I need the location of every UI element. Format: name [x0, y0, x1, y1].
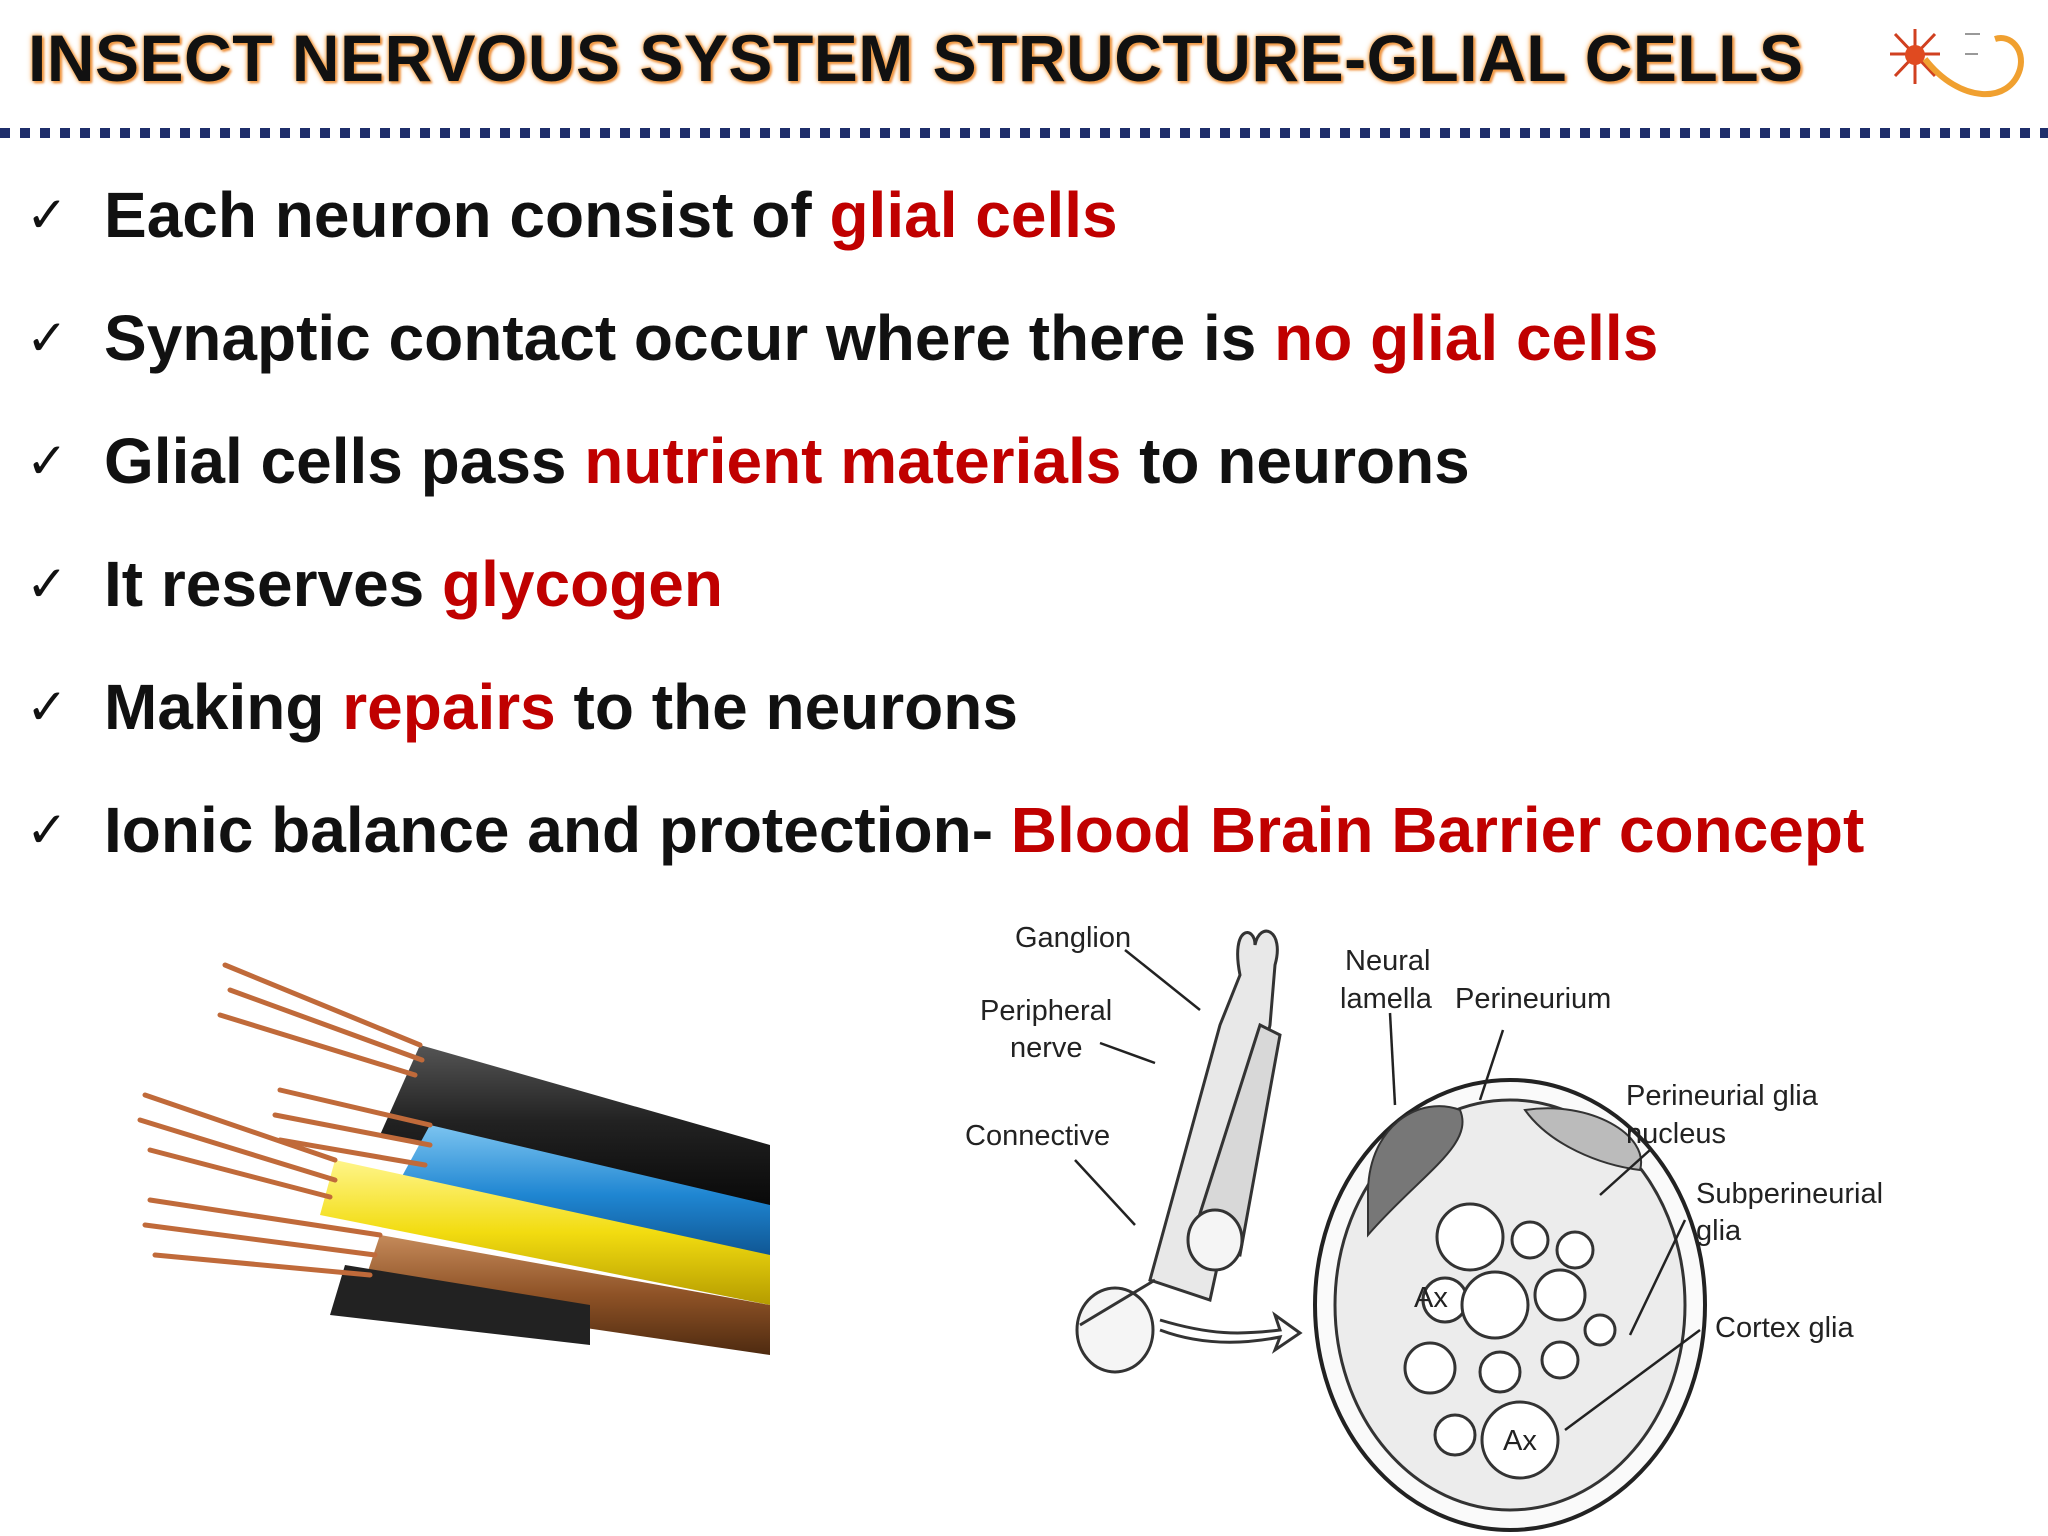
bullet-item: ✓ It reserves glycogen: [26, 547, 2036, 670]
bullet-highlight: glycogen: [442, 548, 723, 620]
bullet-item: ✓ Ionic balance and protection- Blood Br…: [26, 793, 2036, 916]
check-icon: ✓: [26, 556, 68, 612]
bullet-text: Each neuron consist of: [104, 179, 830, 251]
check-icon: ✓: [26, 679, 68, 735]
connective-cross-section-2: [1075, 1286, 1155, 1374]
peripheral-nerve-label: Peripheral: [980, 995, 1112, 1027]
check-icon: ✓: [26, 802, 68, 858]
bullet-highlight: repairs: [342, 671, 556, 743]
axon-circles: [1403, 1202, 1617, 1480]
check-icon: ✓: [26, 433, 68, 489]
connective-cross-section: [1186, 1208, 1244, 1272]
arrow-icon: [1159, 1311, 1303, 1354]
black-wire-lower: [330, 1265, 590, 1345]
bullet-item: ✓ Each neuron consist of glial cells: [26, 178, 2036, 301]
bullet-highlight: no glial cells: [1274, 302, 1659, 374]
axon-label: Ax: [1503, 1425, 1537, 1457]
glial-cells-diagram: Ax Ax Ganglion Peripheral nerve Connecti…: [965, 922, 1883, 1532]
bullet-text: It reserves: [104, 548, 443, 620]
dotted-divider: [0, 128, 2048, 138]
axon-label: Ax: [1414, 1282, 1448, 1314]
bullet-text: Glial cells pass: [104, 425, 585, 497]
bullet-highlight: glial cells: [829, 179, 1118, 251]
perineurium-label: Perineurium: [1455, 983, 1611, 1015]
yellow-wire: [320, 1160, 770, 1305]
bullet-item: ✓ Making repairs to the neurons: [26, 670, 2036, 793]
slide-title: INSECT NERVOUS SYSTEM STRUCTURE-GLIAL CE…: [28, 21, 1804, 95]
brown-wire: [360, 1235, 770, 1355]
blue-wire: [400, 1125, 770, 1265]
neuron-logo-icon: [1890, 29, 2024, 97]
connective-shape: [1148, 929, 1279, 1302]
electrical-wires-image: [137, 962, 770, 1355]
ganglion-label: Ganglion: [1015, 922, 1131, 954]
bullet-text-after: to the neurons: [555, 671, 1018, 743]
check-icon: ✓: [26, 187, 68, 243]
bullet-text: Ionic balance and protection-: [104, 794, 1011, 866]
bullet-list: ✓ Each neuron consist of glial cells ✓ S…: [26, 178, 2036, 916]
bullet-highlight: nutrient materials: [584, 425, 1122, 497]
copper-strands-icon: [137, 962, 433, 1278]
connective-label: Connective: [965, 1120, 1110, 1152]
neural-lamella-label-2: lamella: [1340, 983, 1433, 1015]
neural-lamella-label: Neural: [1345, 945, 1430, 977]
bullet-item: ✓ Glial cells pass nutrient materials to…: [26, 424, 2036, 547]
perineurial-glia-label-2: nucleus: [1626, 1118, 1726, 1150]
bullet-text: Making: [104, 671, 343, 743]
cortex-glia-label: Cortex glia: [1715, 1312, 1854, 1344]
peripheral-nerve-label-2: nerve: [1010, 1032, 1083, 1064]
bullet-text: Synaptic contact occur where there is: [104, 302, 1275, 374]
perineurial-glia-label: Perineurial glia: [1626, 1080, 1819, 1112]
check-icon: ✓: [26, 310, 68, 366]
bullet-highlight: Blood Brain Barrier concept: [1010, 794, 1865, 866]
bullet-text-after: to neurons: [1121, 425, 1470, 497]
bullet-item: ✓ Synaptic contact occur where there is …: [26, 301, 2036, 424]
subperineurial-glia-label: Subperineurial: [1696, 1178, 1883, 1210]
subperineurial-glia-label-2: glia: [1696, 1215, 1742, 1247]
